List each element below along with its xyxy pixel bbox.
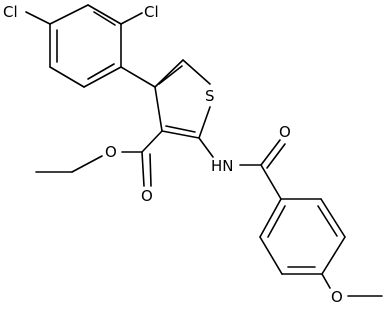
- ethyl-ester-group: [35, 130, 163, 187]
- dichlorophenyl-ring: [49, 4, 122, 88]
- amide-group: [198, 137, 286, 200]
- atom-sulfur: S: [205, 87, 215, 105]
- atom-ester-oxygen-single: O: [105, 143, 117, 161]
- atom-ester-oxygen-double: O: [141, 187, 153, 205]
- methoxy-group: [321, 273, 383, 297]
- atom-cl-top: Cl: [144, 3, 159, 21]
- methoxyphenyl-ring: [259, 198, 346, 275]
- atom-labels: Cl Cl S O O O HN O: [3, 3, 343, 306]
- atom-nh: HN: [211, 157, 234, 175]
- atom-amide-oxygen: O: [279, 123, 291, 141]
- thiophene-ring: [154, 59, 211, 139]
- aryl-thiophene-bond: [120, 66, 156, 88]
- atom-methoxy-oxygen: O: [331, 288, 343, 306]
- atom-cl-left: Cl: [3, 3, 18, 21]
- chlorine-bonds: [25, 11, 143, 25]
